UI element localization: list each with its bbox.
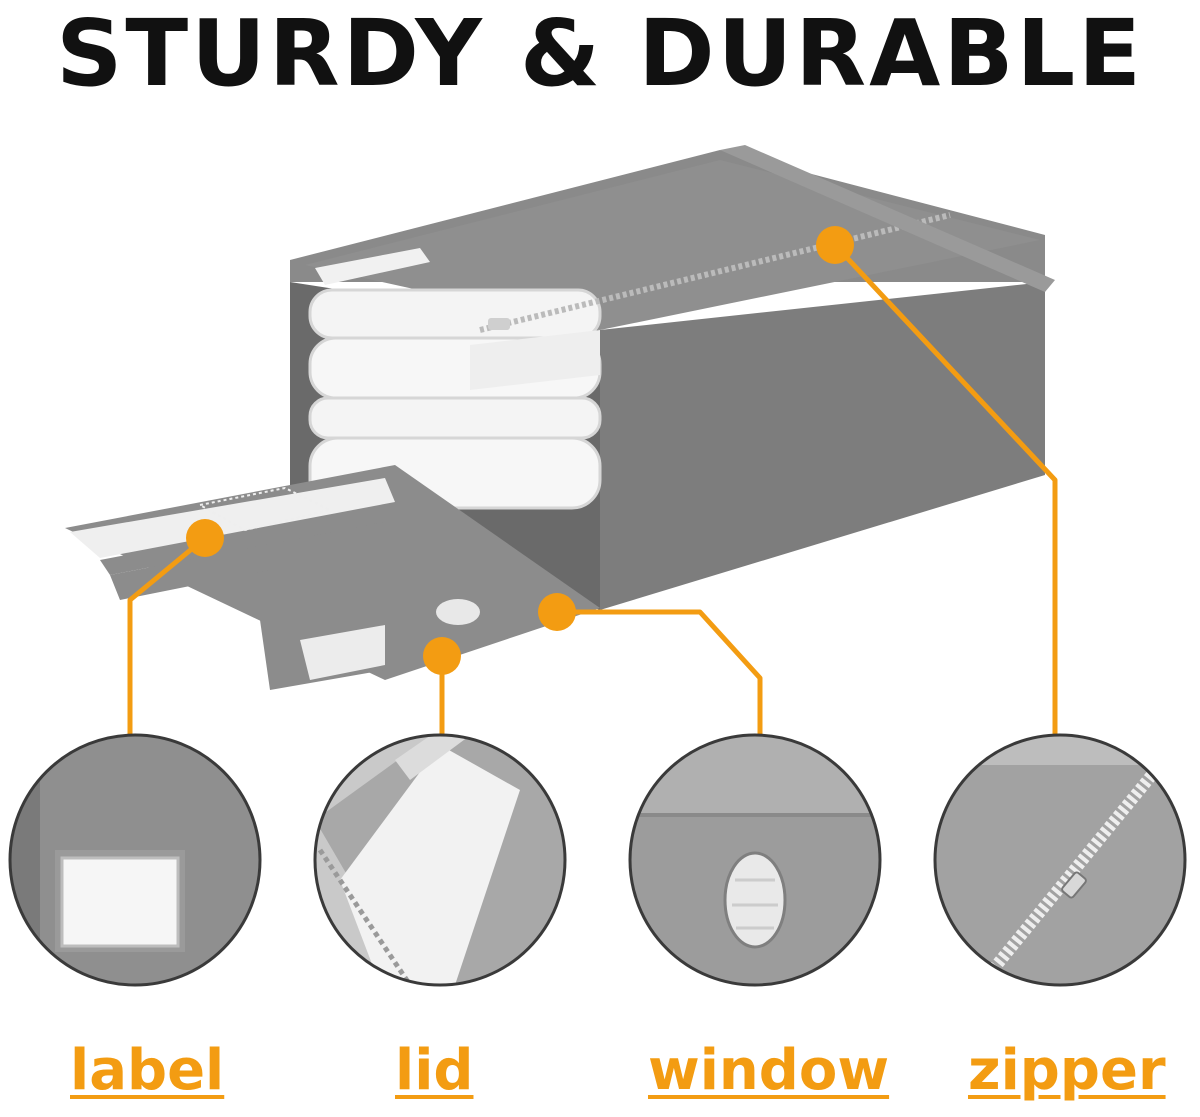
feature-window: window bbox=[648, 1038, 890, 1103]
callout-dots bbox=[186, 226, 854, 675]
zipper-icon bbox=[933, 733, 1187, 987]
headline: STURDY & DURABLE bbox=[56, 0, 1144, 107]
storage-box bbox=[65, 145, 1055, 690]
view-window-icon bbox=[628, 733, 882, 987]
label-window-icon bbox=[8, 733, 262, 987]
feature-label: label bbox=[70, 1038, 225, 1103]
feature-lid: lid bbox=[395, 1038, 474, 1103]
feature-zipper: zipper bbox=[968, 1038, 1166, 1103]
velcro-lid-icon bbox=[313, 733, 567, 987]
